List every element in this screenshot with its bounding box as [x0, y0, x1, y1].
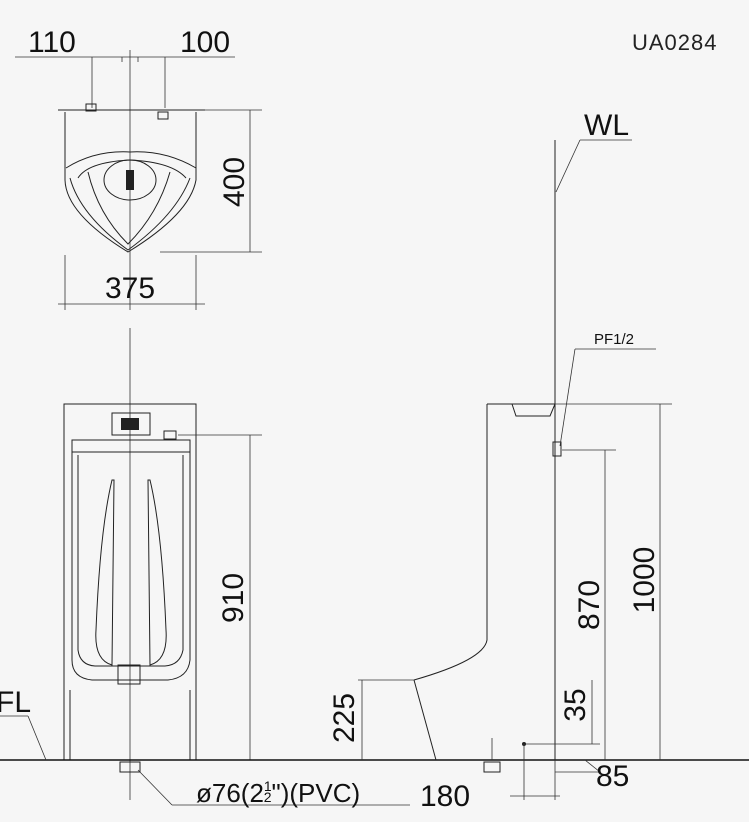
top-view — [15, 50, 262, 310]
drain-material-text: ")(PVC) — [272, 778, 361, 808]
dim-110: 110 — [28, 26, 76, 59]
dim-100-label: 100 — [180, 26, 230, 59]
wl-label: WL — [584, 109, 629, 142]
fl-marker: FL — [0, 686, 47, 761]
drain-fraction-num: 1 — [264, 778, 272, 794]
dim-110-label: 110 — [28, 26, 76, 59]
dim-1000-label: 1000 — [628, 547, 661, 614]
drain-size-text: ø76(2 — [196, 778, 264, 808]
model-code: UA0284 — [632, 30, 718, 55]
dim-35-label: 35 — [559, 688, 592, 721]
drain-fraction-den: 2 — [264, 789, 272, 805]
supply-callout: PF1/2 — [559, 331, 656, 447]
side-view — [358, 140, 672, 800]
dim-85-label: 85 — [596, 760, 629, 793]
dim-400-label: 400 — [218, 157, 251, 207]
dim-910-label: 910 — [217, 573, 250, 623]
dim-870-label: 870 — [573, 580, 606, 630]
fl-label: FL — [0, 686, 31, 719]
dim-100: 100 — [180, 26, 230, 59]
dim-180-label: 180 — [420, 780, 470, 813]
supply-label: PF1/2 — [594, 331, 634, 348]
dim-375-label: 375 — [105, 272, 155, 305]
dim-225-label: 225 — [328, 693, 361, 743]
front-view — [63, 328, 262, 800]
wl-marker: WL — [555, 109, 632, 193]
